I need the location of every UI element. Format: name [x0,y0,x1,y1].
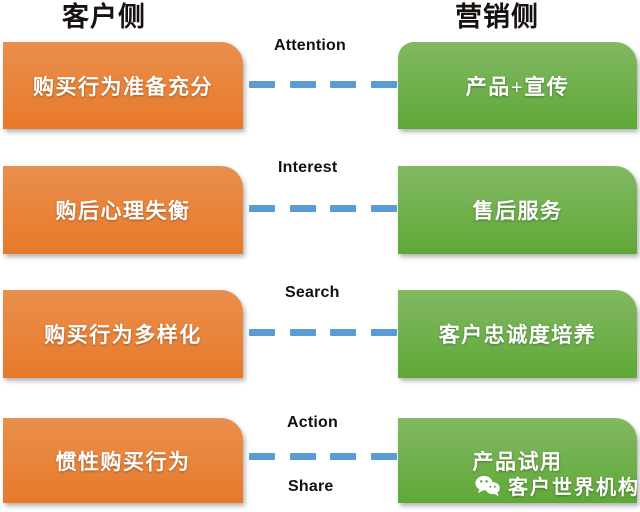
connector-label-share: Share [288,478,334,495]
dash-segment [330,80,357,88]
dash-segment [330,204,357,212]
connector-label-action: Action [287,414,338,431]
dash-segment [289,328,316,336]
connector-3 [249,328,397,336]
customer-box-1[interactable]: 购买行为准备充分 [3,42,243,129]
dash-segment [289,80,316,88]
connector-label-attention: Attention [274,37,347,54]
customer-box-3[interactable]: 购买行为多样化 [3,290,243,378]
dash-segment [249,204,275,212]
connector-2 [249,204,397,212]
wechat-watermark-text: 客户世界机构 [508,477,640,499]
dash-segment [370,328,397,336]
dash-segment [330,328,357,336]
dash-segment [249,452,275,460]
wechat-watermark: 客户世界机构 [475,471,640,500]
marketing-box-4[interactable]: 产品试用 [398,418,637,503]
dash-segment [370,204,397,212]
connector-label-search: Search [285,284,340,301]
marketing-box-2[interactable]: 售后服务 [398,166,637,254]
column-heading-marketing: 营销侧 [455,2,539,32]
dash-segment [370,80,397,88]
connector-1 [249,80,397,88]
column-heading-customer: 客户侧 [62,2,146,32]
customer-box-2[interactable]: 购后心理失衡 [3,166,243,254]
dash-segment [330,452,357,460]
dash-segment [289,452,316,460]
marketing-box-3[interactable]: 客户忠诚度培养 [398,290,637,378]
connector-4 [249,452,397,460]
wechat-icon [475,475,501,497]
dash-segment [370,452,397,460]
dash-segment [249,80,275,88]
marketing-box-1[interactable]: 产品+宣传 [398,42,637,129]
dash-segment [249,328,275,336]
customer-box-4[interactable]: 惯性购买行为 [3,418,243,503]
connector-label-interest: Interest [278,159,338,176]
dash-segment [289,204,316,212]
